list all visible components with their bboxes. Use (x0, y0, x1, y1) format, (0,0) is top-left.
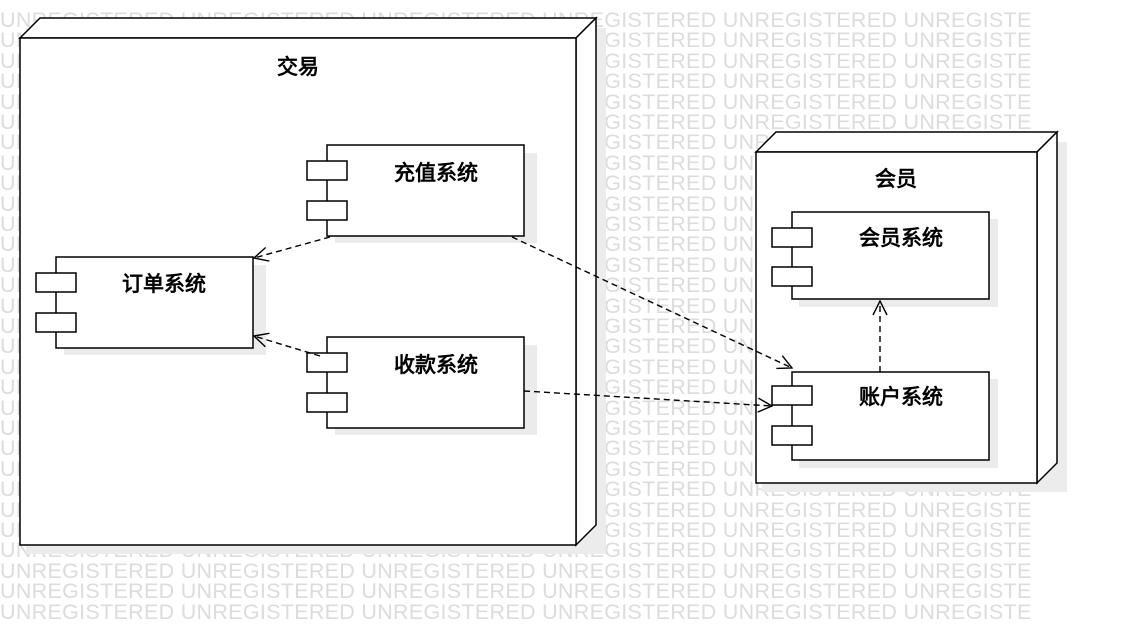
node-trade-title: 交易 (277, 55, 319, 79)
component-payment-label: 收款系统 (394, 353, 478, 377)
component-account-port-bottom (771, 425, 813, 446)
component-account[interactable]: 账户系统 (771, 371, 998, 468)
component-member-system-port-bottom (771, 266, 813, 287)
node-trade-top-face (18, 17, 598, 39)
component-member-system[interactable]: 会员系统 (771, 211, 998, 307)
component-recharge[interactable]: 充值系统 (306, 144, 537, 243)
component-order-body (55, 256, 254, 349)
component-account-label: 账户系统 (859, 385, 943, 409)
node-trade-side-face (575, 16, 597, 547)
dependency-payment-to-order[interactable] (254, 336, 321, 357)
node-member-top-face (754, 131, 1059, 153)
component-recharge-label: 充值系统 (394, 161, 478, 185)
component-payment[interactable]: 收款系统 (306, 336, 537, 435)
component-payment-port-bottom (306, 392, 348, 413)
node-member-side-face (1036, 130, 1058, 485)
component-account-port-top (771, 385, 813, 406)
component-order-port-bottom (35, 312, 77, 333)
component-recharge-port-top (306, 160, 348, 181)
dependency-payment-to-account[interactable] (523, 390, 772, 406)
dependency-recharge-to-account[interactable] (511, 236, 792, 368)
component-member-system-port-top (771, 227, 813, 248)
component-member-system-label: 会员系统 (859, 226, 943, 250)
component-recharge-port-bottom (306, 200, 348, 221)
component-payment-port-top (306, 352, 348, 373)
component-order-label: 订单系统 (122, 272, 206, 296)
component-member-system-body (791, 211, 990, 300)
component-payment-body (326, 336, 525, 429)
node-member-title: 会员 (875, 167, 917, 191)
component-order-port-top (35, 272, 77, 293)
component-order[interactable]: 订单系统 (35, 256, 266, 355)
component-account-body (791, 371, 990, 461)
component-recharge-body (326, 144, 525, 237)
dependency-recharge-to-order[interactable] (254, 236, 331, 258)
